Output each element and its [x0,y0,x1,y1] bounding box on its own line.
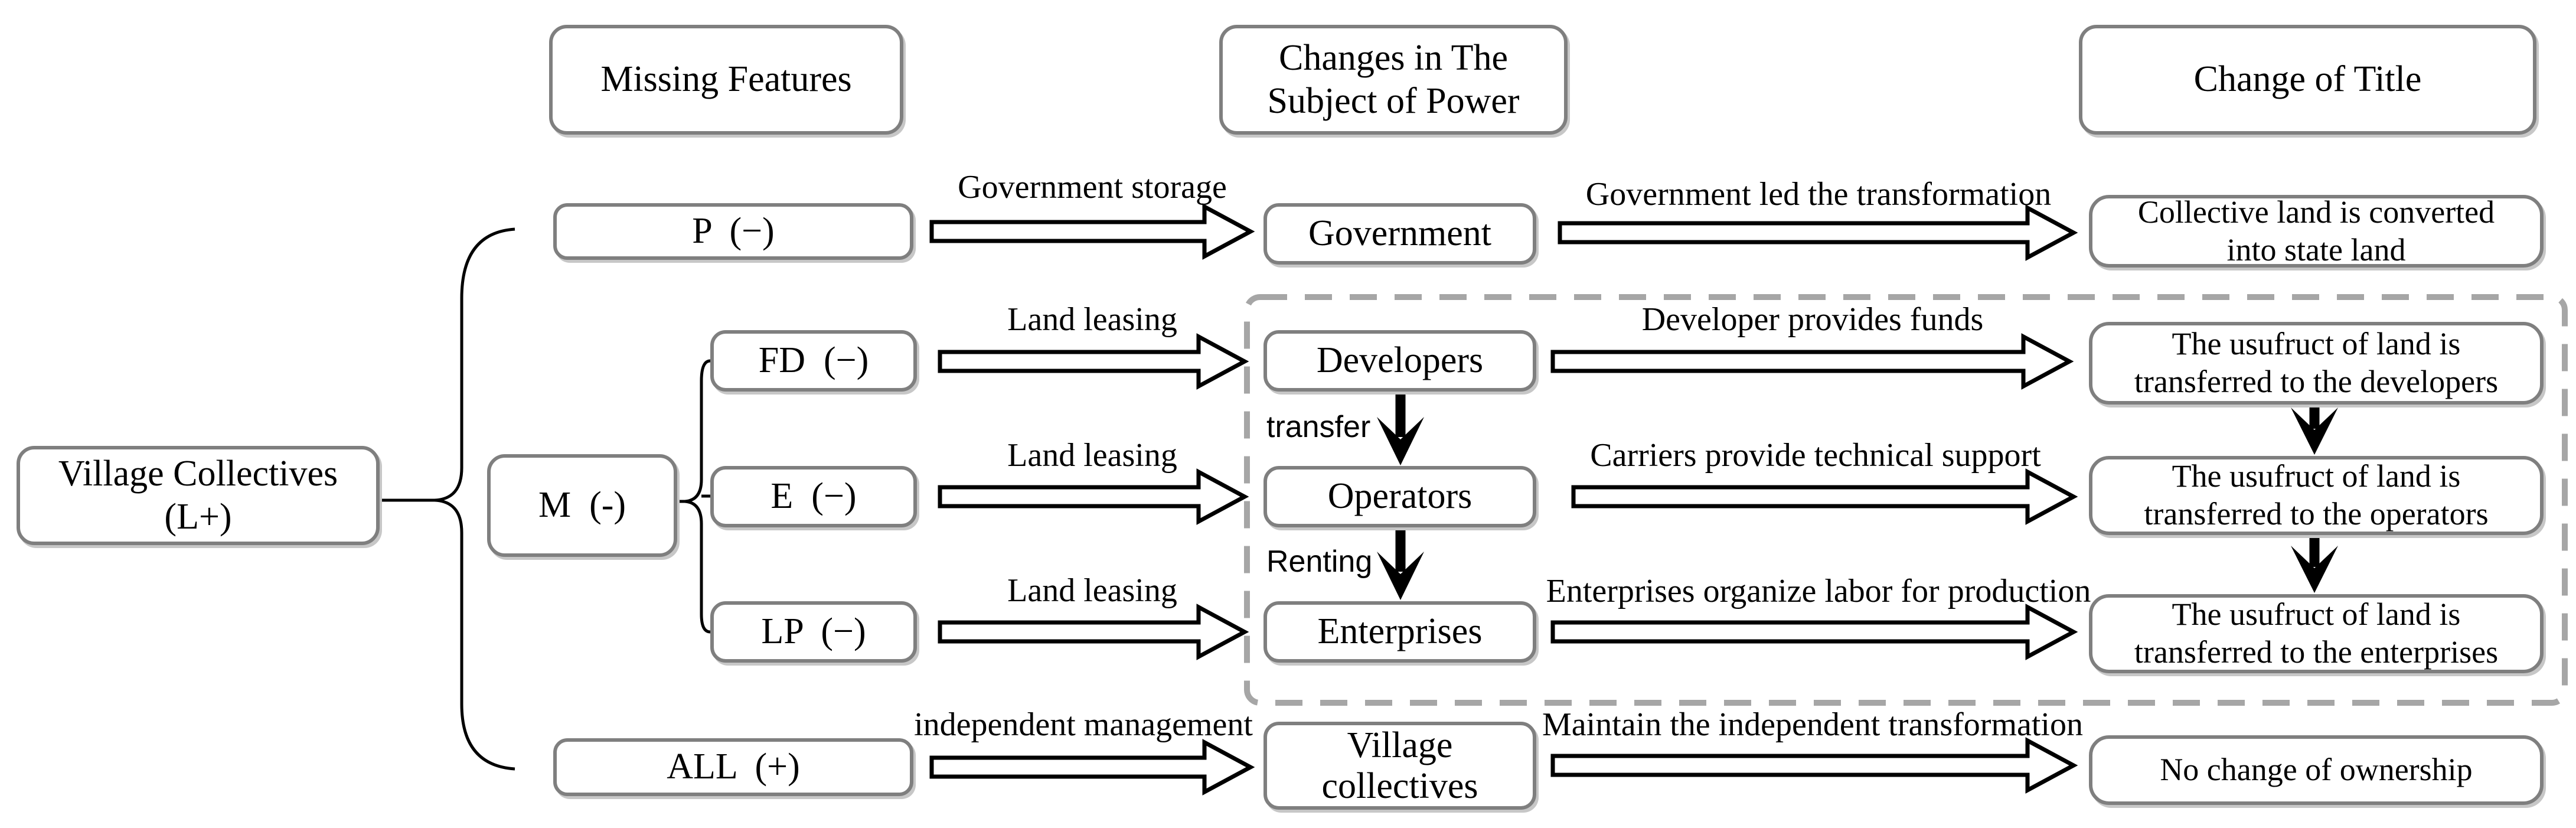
node-village-collectives-root: Village Collectives (L+) [17,446,380,545]
node-lp-minus: LP (−) [710,601,917,663]
label-land-leasing-fd: Land leasing [1007,301,1177,338]
label-government-led-transformation: Government led the transformation [1585,176,2052,213]
arrow-p-to-government [929,203,1255,260]
outcome-usufruct-operators: The usufruct of land is transferred to t… [2089,456,2544,535]
node-operators: Operators [1263,466,1536,527]
label-land-leasing-e: Land leasing [1007,437,1177,474]
node-developers: Developers [1263,330,1536,392]
hollow-arrows [929,203,2078,796]
node-fd-minus: FD (−) [710,330,917,392]
outcome-usufruct-developers: The usufruct of land is transferred to t… [2089,322,2544,405]
arrow-developers-to-usufruct [1550,333,2074,390]
node-government: Government [1263,203,1536,265]
label-government-storage: Government storage [958,169,1227,206]
header-changes-subject-of-power: Changes in The Subject of Power [1219,25,1568,135]
label-land-leasing-lp: Land leasing [1007,572,1177,609]
brace-m-features [679,359,711,634]
label-carriers-technical-support: Carriers provide technical support [1590,437,2041,474]
header-missing-features: Missing Features [549,25,903,135]
brace-village-collectives [381,227,515,771]
outcome-no-change: No change of ownership [2089,735,2544,805]
label-maintain-independent-transformation: Maintain the independent transformation [1542,706,2083,743]
arrow-enterprises-to-usufruct [1550,604,2078,660]
header-change-of-title: Change of Title [2079,25,2536,135]
arrow-developers-to-operators [1377,394,1424,465]
dashed-group-box [1244,294,2568,706]
arrow-usufruct-operators-to-enterprises [2291,537,2338,593]
label-renting: Renting [1266,545,1373,579]
arrow-government-to-state-land [1558,204,2078,261]
node-all-plus: ALL (+) [553,738,913,796]
label-enterprises-organize-labor: Enterprises organize labor for productio… [1546,573,2091,609]
arrow-lp-to-enterprises [938,604,1249,660]
node-enterprises: Enterprises [1263,601,1536,663]
node-village-collectives: Village collectives [1263,722,1536,810]
arrow-operators-to-usufruct [1571,468,2078,525]
label-transfer: transfer [1266,410,1371,444]
arrow-village-to-no-change [1550,737,2078,794]
outcome-state-land: Collective land is converted into state … [2089,194,2544,268]
solid-down-arrows [1377,394,2338,600]
node-m-minus: M (-) [487,454,677,557]
label-developer-provides-funds: Developer provides funds [1641,301,1984,338]
arrow-operators-to-enterprises [1377,529,1424,600]
node-e-minus: E (−) [710,466,917,527]
node-p-minus: P (−) [553,203,913,260]
label-independent-management: independent management [914,706,1253,743]
arrow-fd-to-developers [938,333,1249,390]
outcome-usufruct-enterprises: The usufruct of land is transferred to t… [2089,594,2544,673]
arrow-all-to-village-collectives [929,739,1255,796]
arrow-usufruct-developers-to-operators [2291,405,2338,455]
arrow-e-to-operators [938,468,1249,525]
